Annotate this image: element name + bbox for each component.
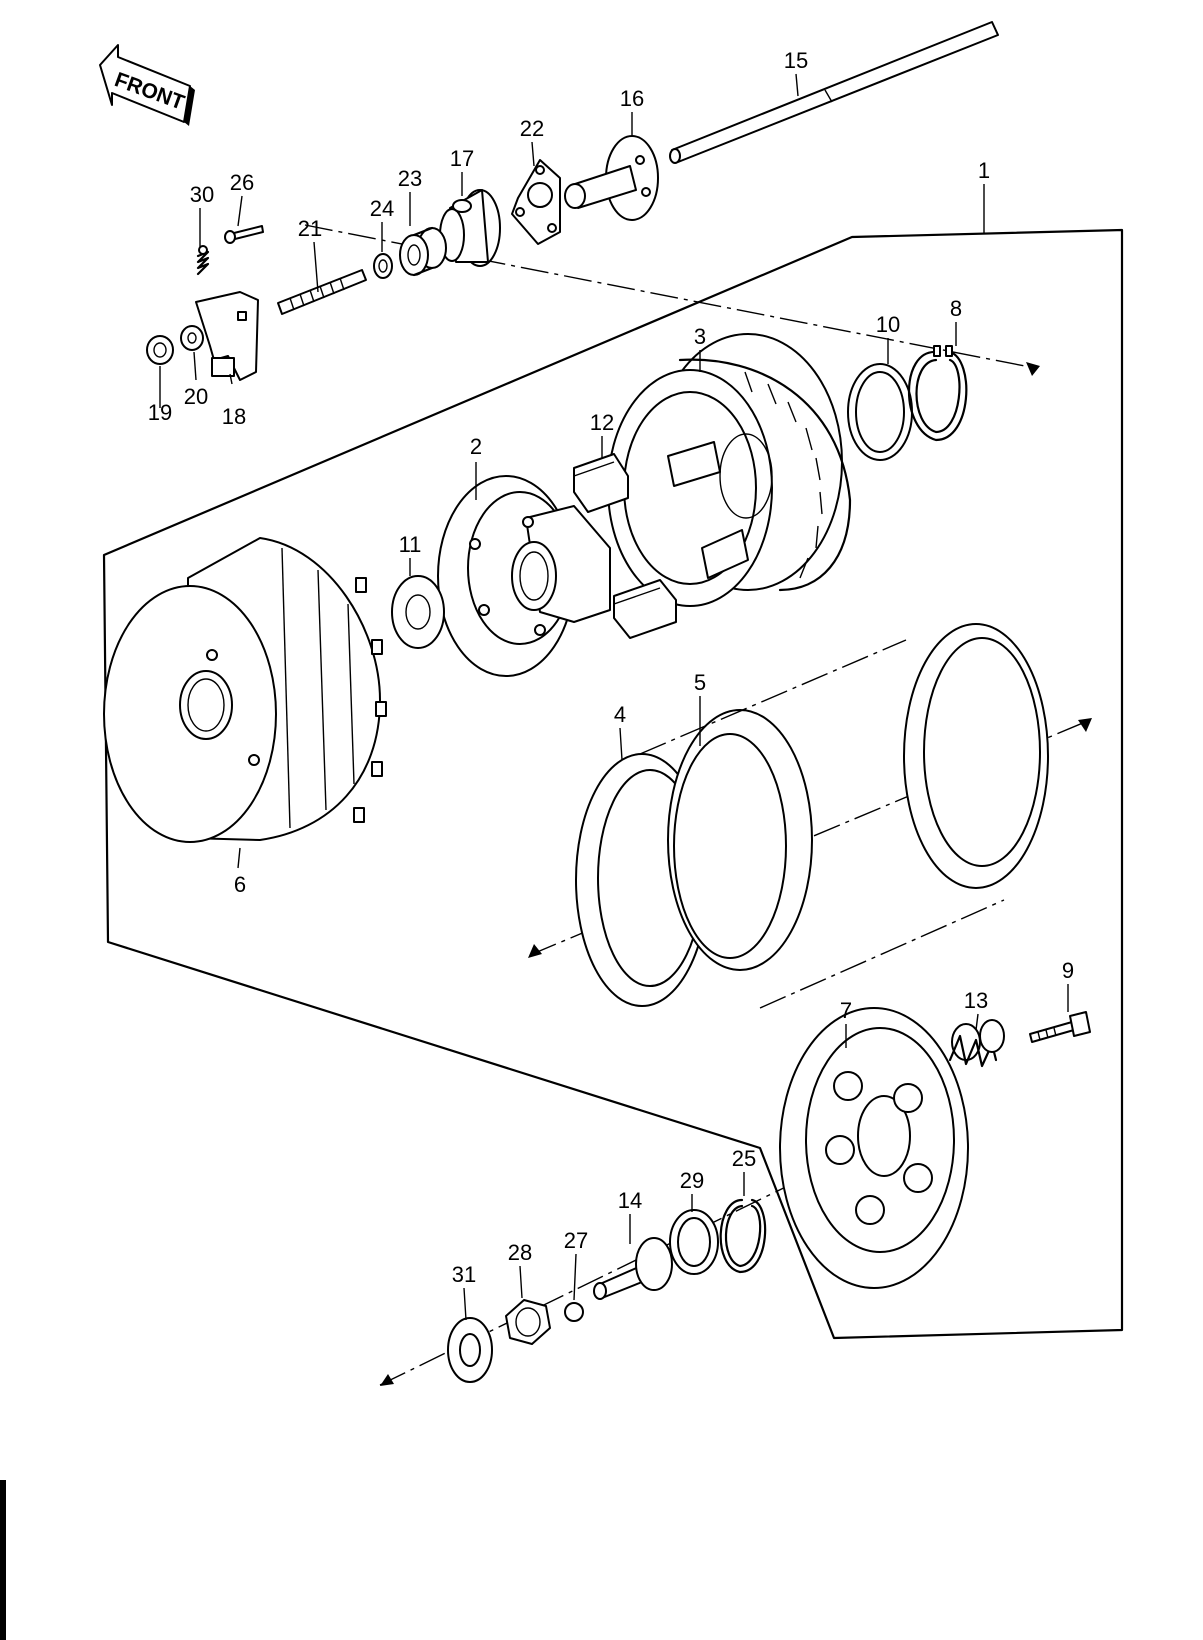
callout-13: 13 <box>964 988 988 1013</box>
small-spring <box>196 245 210 276</box>
callout-26: 26 <box>230 170 254 195</box>
callout-17: 17 <box>450 146 474 171</box>
scan-edge-mark <box>0 1480 6 1640</box>
callout-14: 14 <box>618 1188 642 1213</box>
spline-washer <box>391 575 445 649</box>
callout-4: 4 <box>614 702 626 727</box>
pushrod-holder <box>564 135 659 221</box>
needle-bearing <box>399 226 447 277</box>
clutch-lever <box>195 291 259 381</box>
clutch-housing-gear <box>607 333 852 607</box>
flat-washer <box>180 325 204 351</box>
callout-16: 16 <box>620 86 644 111</box>
clutch-basket <box>103 537 387 843</box>
callout-1: 1 <box>978 158 990 183</box>
adjuster-stud <box>277 269 367 315</box>
steel-ball <box>564 1302 584 1322</box>
circlip-small <box>719 1198 767 1274</box>
callout-15: 15 <box>784 48 808 73</box>
damper-rubber-upper <box>573 453 629 513</box>
callout-30: 30 <box>190 182 214 207</box>
release-plate <box>511 159 561 245</box>
small-washer <box>373 253 393 279</box>
pushrod <box>669 21 999 164</box>
hub-washer <box>447 1317 493 1383</box>
callout-21: 21 <box>298 216 322 241</box>
clutch-pusher <box>593 1237 673 1300</box>
callout-27: 27 <box>564 1228 588 1253</box>
callout-22: 22 <box>520 116 544 141</box>
circlip <box>908 345 968 442</box>
callout-12: 12 <box>590 410 614 435</box>
callout-8: 8 <box>950 296 962 321</box>
thrust-washer-small <box>669 1209 719 1275</box>
callout-19: 19 <box>148 400 172 425</box>
leader-lines <box>159 73 1069 1321</box>
clutch-hub <box>437 475 611 677</box>
pressure-plate <box>779 1007 969 1289</box>
callout-7: 7 <box>840 998 852 1023</box>
axis-arrows <box>380 362 1092 1386</box>
callout-11: 11 <box>399 532 422 557</box>
callout-24: 24 <box>370 196 394 221</box>
plate-stack-guides <box>639 639 1005 1009</box>
friction-plate-rear <box>903 623 1049 889</box>
front-arrow-icon: FRONT <box>99 44 195 126</box>
callout-2: 2 <box>470 434 482 459</box>
steel-plate <box>667 709 813 971</box>
callout-25: 25 <box>732 1146 756 1171</box>
callout-20: 20 <box>184 384 208 409</box>
callout-10: 10 <box>876 312 900 337</box>
spring-bolt <box>1029 1011 1091 1043</box>
callout-3: 3 <box>694 324 706 349</box>
assembly-boundary <box>102 228 1124 1340</box>
thrust-washer <box>847 363 913 461</box>
damper-rubber-lower <box>613 579 677 639</box>
callout-23: 23 <box>398 166 422 191</box>
callout-labels: 1 2 3 4 5 6 7 8 9 10 11 12 13 14 15 16 1… <box>148 48 1074 1287</box>
release-cam <box>439 189 501 267</box>
callout-28: 28 <box>508 1240 532 1265</box>
pin <box>224 225 264 244</box>
callout-18: 18 <box>222 404 246 429</box>
callout-5: 5 <box>694 670 706 695</box>
clutch-spring <box>948 1019 1005 1068</box>
callout-31: 31 <box>452 1262 476 1287</box>
callout-9: 9 <box>1062 958 1074 983</box>
callout-29: 29 <box>680 1168 704 1193</box>
callout-6: 6 <box>234 872 246 897</box>
hub-nut <box>505 1299 551 1345</box>
lock-nut <box>146 335 174 365</box>
